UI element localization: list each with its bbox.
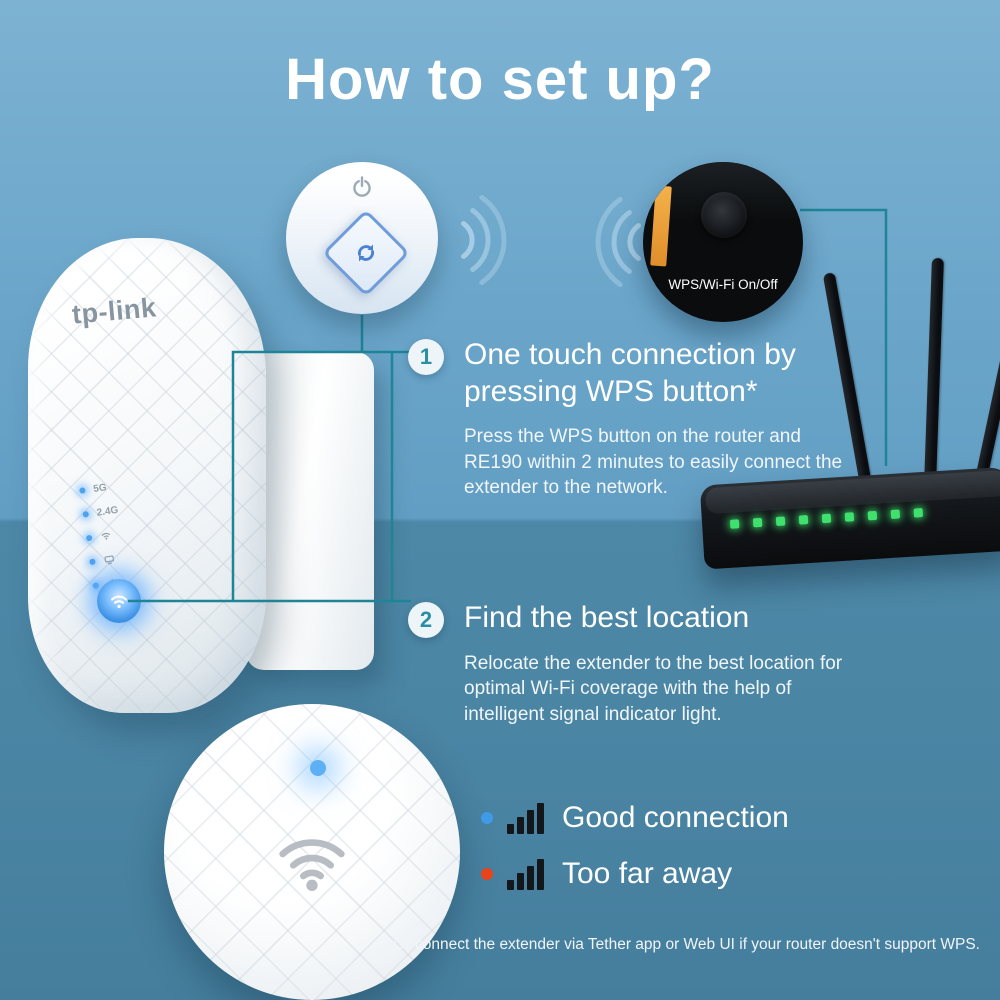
- router-accent-strip: [650, 185, 672, 267]
- red-status-dot: [481, 868, 493, 880]
- led-row-wifi: [85, 522, 124, 551]
- footnote: *Or connect the extender via Tether app …: [387, 936, 980, 953]
- router-wps-button: [701, 192, 747, 238]
- bar: [537, 859, 544, 890]
- legend-label-good: Good connection: [562, 801, 789, 834]
- step-2: 2 Find the best location Relocate the ex…: [408, 600, 888, 727]
- step-1-number: 1: [408, 339, 444, 375]
- sync-icon: [357, 244, 375, 262]
- lan-mini-icon: [104, 555, 115, 565]
- range-extender: tp-link 5G 2.4G: [28, 238, 266, 713]
- step-1-body: Press the WPS button on the router and R…: [464, 426, 843, 499]
- step-2-body: Relocate the extender to the best locati…: [464, 652, 843, 725]
- power-icon: [353, 176, 371, 197]
- page-title: How to set up?: [285, 47, 715, 112]
- step-1-heading: One touch connection by pressing WPS but…: [464, 338, 796, 408]
- step-1: 1 One touch connection by pressing WPS b…: [408, 337, 888, 501]
- step-2-heading: Find the best location: [464, 601, 750, 634]
- extender-wps-button: [97, 579, 141, 623]
- bar: [507, 880, 514, 890]
- legend-label-far: Too far away: [562, 857, 733, 890]
- wifi-mini-icon: [101, 532, 111, 540]
- bar: [527, 810, 534, 834]
- led-row-lan: [88, 545, 127, 574]
- bar: [507, 824, 514, 834]
- wifi-icon: [279, 839, 345, 891]
- signal-bars-icon: [507, 802, 544, 834]
- blue-status-dot: [481, 812, 493, 824]
- bar: [517, 817, 524, 834]
- router-button-callout: WPS/Wi-Fi On/Off: [643, 162, 803, 322]
- bar: [527, 866, 534, 890]
- wall-plate: [246, 352, 374, 670]
- signal-led-dot: [310, 760, 326, 776]
- router-wps-label: WPS/Wi-Fi On/Off: [668, 277, 778, 292]
- legend-row-good: Good connection: [481, 796, 789, 840]
- signal-indicator-callout: [164, 704, 460, 1000]
- bar: [517, 873, 524, 890]
- wps-wifi-icon: [111, 595, 127, 609]
- legend-row-far: Too far away: [481, 852, 789, 896]
- signal-bars-icon: [507, 858, 544, 890]
- extender-button-callout: [286, 162, 438, 314]
- signal-legend: Good connection Too far away: [481, 796, 789, 908]
- step-2-number: 2: [408, 602, 444, 638]
- bar: [537, 803, 544, 834]
- wps-diamond-button: [322, 209, 410, 297]
